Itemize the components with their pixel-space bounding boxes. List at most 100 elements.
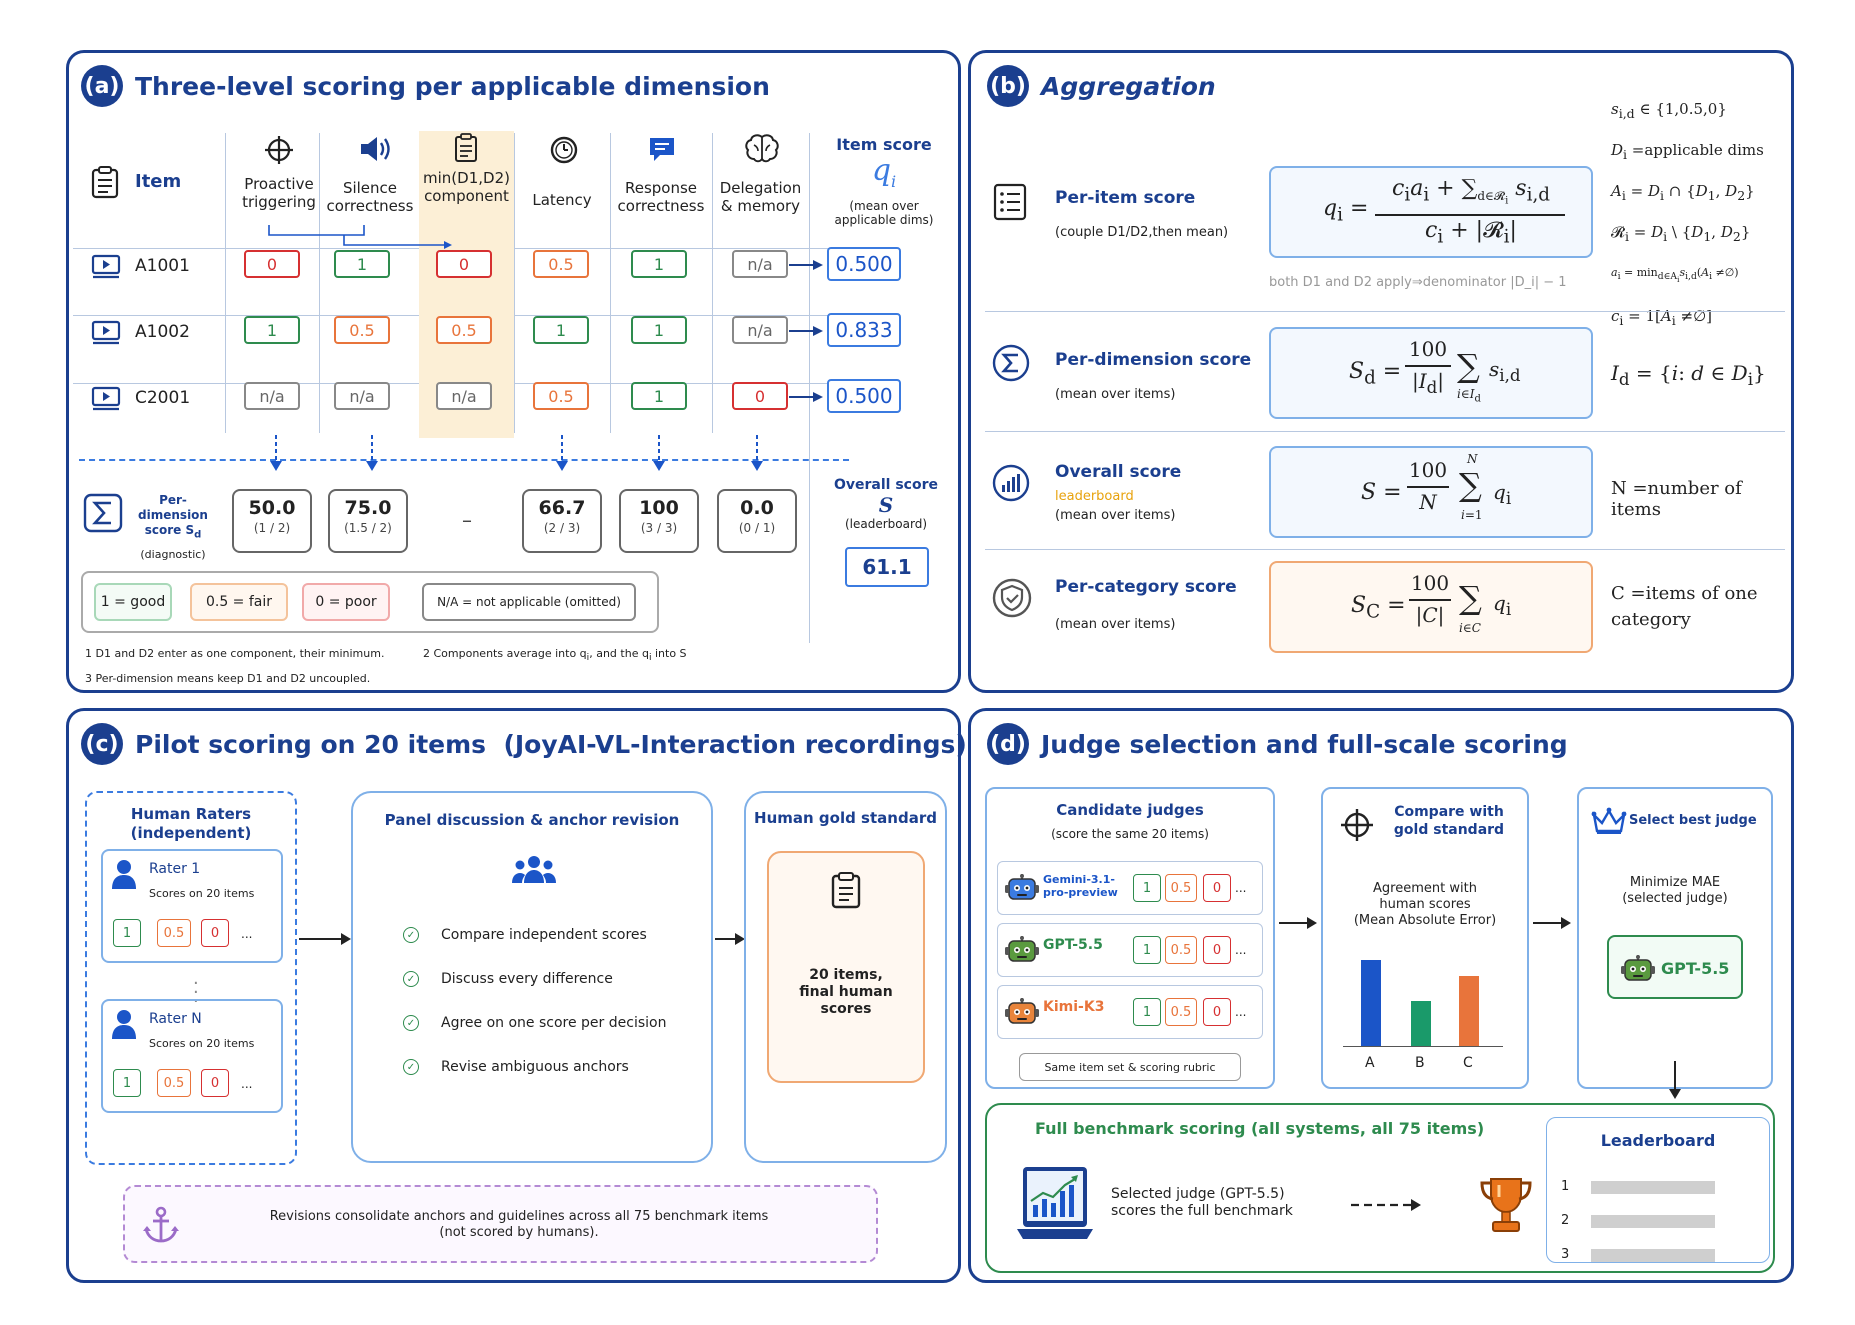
clipboard-icon bbox=[831, 871, 861, 913]
score-cell: n/a bbox=[732, 250, 788, 278]
clipboard-icon bbox=[91, 165, 119, 203]
score-cell: 0.5 bbox=[157, 919, 191, 947]
person-icon bbox=[111, 859, 137, 893]
legend bbox=[81, 571, 659, 633]
score-cell: n/a bbox=[732, 316, 788, 344]
down-arrows bbox=[270, 435, 763, 471]
full-benchmark-box bbox=[985, 1103, 1775, 1273]
panel-a: (a) Three-level scoring per applicable d… bbox=[66, 50, 961, 693]
score-cell: 1 bbox=[631, 382, 687, 410]
per-item-note: both D1 and D2 apply⇒denominator |D_i| −… bbox=[1269, 275, 1567, 290]
panel-a-title: (a) Three-level scoring per applicable d… bbox=[81, 65, 770, 107]
speaker-icon bbox=[359, 135, 393, 167]
arrow-right bbox=[789, 323, 825, 342]
overall-score-block: Overall score S (leaderboard) bbox=[811, 477, 961, 531]
crosshair-icon bbox=[1339, 807, 1375, 847]
chart-icon bbox=[991, 463, 1031, 507]
candidate-footer: Same item set & scoring rubric bbox=[1019, 1053, 1241, 1081]
trophy-icon bbox=[1477, 1175, 1535, 1241]
item-score-value: 0.833 bbox=[827, 313, 901, 347]
score-cell: 0 bbox=[732, 382, 788, 410]
mae-bar bbox=[1459, 976, 1479, 1046]
arrow-right bbox=[715, 933, 745, 945]
judge-row bbox=[997, 861, 1263, 915]
more-ellipsis: ... bbox=[241, 927, 253, 941]
dashed-arrow bbox=[1351, 1199, 1421, 1211]
overall-symbol: S bbox=[878, 493, 894, 517]
per-dim-value: 75.0(1.5 / 2) bbox=[328, 489, 408, 553]
score-cell: 0.5 bbox=[1165, 874, 1197, 902]
monitor-play-icon bbox=[91, 320, 121, 350]
def-alpha: ai = mind∈Aisi,d(Ai ≠∅) bbox=[1611, 266, 1739, 285]
robot-icon bbox=[1621, 955, 1655, 987]
group-icon bbox=[511, 853, 557, 891]
per-item-title: Per-item score bbox=[1055, 188, 1196, 208]
leaderboard-rank: 2 bbox=[1561, 1213, 1570, 1228]
brain-icon bbox=[744, 133, 780, 169]
separator bbox=[985, 549, 1785, 550]
score-cell: 0.5 bbox=[334, 316, 390, 344]
item-header: Item bbox=[135, 171, 182, 192]
panel-d-title-text: Judge selection and full-scale scoring bbox=[1041, 729, 1568, 759]
sigma-icon bbox=[991, 343, 1031, 387]
raters-box bbox=[85, 791, 297, 1165]
per-dim-value: 50.0(1 / 2) bbox=[232, 489, 312, 553]
overall-value: 61.1 bbox=[845, 547, 929, 587]
separator bbox=[985, 431, 1785, 432]
step-item: ✓Discuss every difference bbox=[403, 971, 613, 987]
grid-line bbox=[514, 133, 515, 433]
legend-good: 1 = good bbox=[94, 583, 172, 621]
step-text: Discuss every difference bbox=[441, 971, 613, 987]
score-cell: 0.5 bbox=[1165, 936, 1197, 964]
mae-bar bbox=[1411, 1001, 1431, 1046]
leaderboard-rank: 1 bbox=[1561, 1179, 1570, 1194]
robot-icon bbox=[1005, 936, 1039, 968]
overall-tag: leaderboard bbox=[1055, 489, 1134, 504]
check-icon: ✓ bbox=[403, 927, 419, 943]
rater-card bbox=[101, 999, 283, 1113]
mae-bar-label: C bbox=[1463, 1055, 1473, 1071]
per-dim-sub: (mean over items) bbox=[1055, 387, 1176, 402]
panel-d-title: (d) Judge selection and full-scale scori… bbox=[987, 723, 1568, 765]
gold-standard-box bbox=[744, 791, 947, 1163]
item-id: A1002 bbox=[135, 322, 190, 342]
overall-sub: (mean over items) bbox=[1055, 508, 1176, 523]
leaderboard-card bbox=[1546, 1117, 1770, 1263]
panel-discussion-box bbox=[351, 791, 713, 1163]
rater-card bbox=[101, 849, 283, 963]
arrow-right bbox=[789, 257, 825, 276]
panel-discussion-title: Panel discussion & anchor revision bbox=[384, 811, 680, 829]
def-a: Ai = Di ∩ {D1, D2} bbox=[1611, 182, 1755, 203]
panel-b-title: (b) Aggregation bbox=[987, 65, 1216, 107]
item-score-symbol: qi bbox=[871, 153, 897, 192]
per-dim-value: 66.7(2 / 3) bbox=[522, 489, 602, 553]
score-cell: 0 bbox=[244, 250, 300, 278]
crown-icon bbox=[1591, 807, 1627, 839]
panel-b-title-text: Aggregation bbox=[1041, 71, 1216, 101]
more-ellipsis: ... bbox=[1235, 1005, 1247, 1019]
selected-judge-name: GPT-5.5 bbox=[1661, 959, 1730, 978]
judge-row bbox=[997, 985, 1263, 1039]
item-score-value: 0.500 bbox=[827, 379, 901, 413]
col-header-min: min(D1,D2)component bbox=[423, 169, 510, 205]
footnote-3: 3 Per-dimension means keep D1 and D2 unc… bbox=[85, 672, 371, 685]
candidate-sub: (score the same 20 items) bbox=[1051, 827, 1209, 841]
more-ellipsis: ... bbox=[241, 1077, 253, 1091]
arrow-right bbox=[1533, 917, 1571, 929]
legend-fair: 0.5 = fair bbox=[190, 583, 288, 621]
def-s: si,d ∈ {1,0.5,0} bbox=[1611, 100, 1727, 121]
revision-note-box bbox=[123, 1185, 878, 1263]
per-category-formula: SC = 100 |C| ∑ i∈C qi bbox=[1269, 561, 1593, 653]
mae-bar-label: B bbox=[1415, 1055, 1425, 1071]
arrow-right bbox=[299, 933, 351, 945]
panel-a-title-text: Three-level scoring per applicable dimen… bbox=[135, 71, 770, 101]
coupling-arrow bbox=[268, 225, 452, 249]
leaderboard-bar bbox=[1591, 1249, 1715, 1262]
overall-note: (leaderboard) bbox=[844, 517, 928, 531]
laptop-chart-icon bbox=[1015, 1165, 1095, 1251]
